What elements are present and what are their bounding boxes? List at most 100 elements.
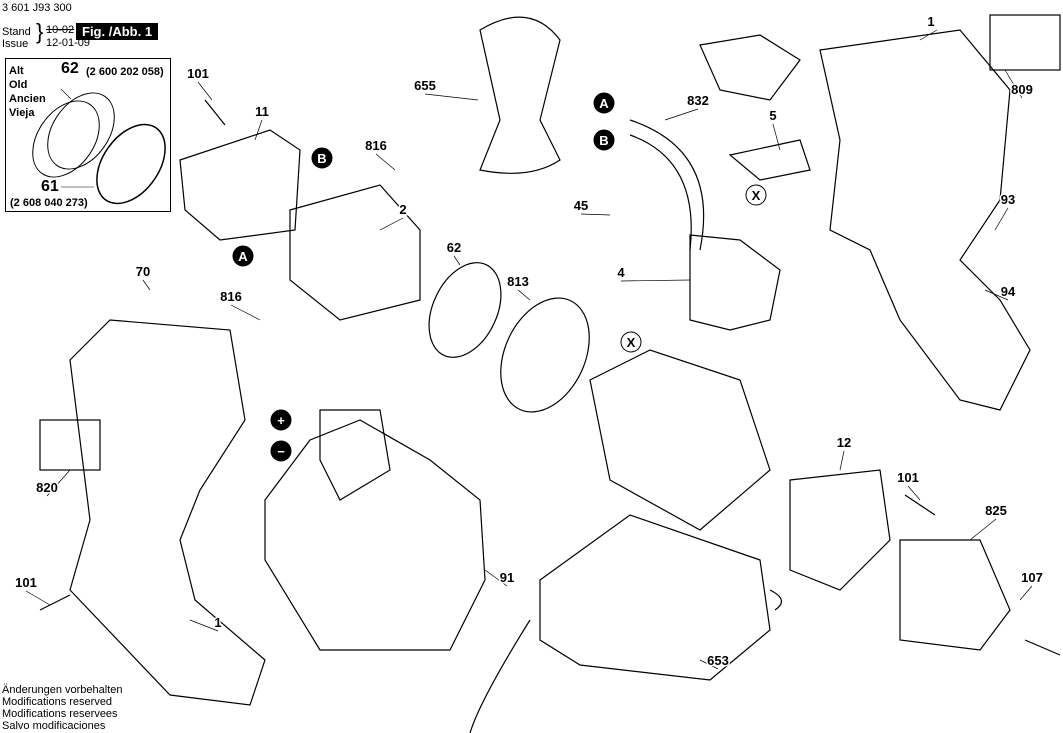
- switch-4: [689, 234, 781, 331]
- leader-line: [839, 450, 845, 471]
- old-rings-drawing: [32, 88, 166, 205]
- note-line: Änderungen vorbehalten: [2, 684, 123, 696]
- callout-1: 1: [927, 14, 934, 29]
- battery-91: [264, 419, 486, 651]
- marker-circle: [270, 440, 292, 462]
- callout-2: 2: [399, 202, 406, 217]
- callout-653: 653: [707, 653, 729, 668]
- leader-line: [772, 123, 781, 151]
- marker-+: +: [277, 413, 285, 428]
- callout-45: 45: [574, 198, 588, 213]
- old-parts-box: Alt Old Ancien Vieja 62 (2 600 202 058) …: [5, 58, 171, 212]
- ring-813: [500, 297, 590, 413]
- leader-line: [517, 289, 531, 301]
- cover-832: [699, 34, 801, 101]
- marker-circle: [311, 147, 333, 169]
- charger-653: [539, 514, 771, 681]
- label-809: [989, 14, 1061, 71]
- leader-line: [25, 590, 51, 606]
- leader-line: [919, 29, 938, 41]
- callout-655: 655: [414, 78, 436, 93]
- part-number-62: (2 600 202 058): [86, 66, 164, 78]
- note-line: Modifications reservees: [2, 708, 118, 720]
- leader-line: [254, 119, 263, 141]
- gearbox: [589, 349, 771, 531]
- charger-cable: [469, 589, 782, 733]
- leader-line: [984, 289, 1009, 301]
- leader-line: [907, 485, 921, 501]
- leader-line: [1004, 69, 1023, 99]
- marker-A: A: [599, 96, 609, 111]
- callout-101: 101: [15, 575, 37, 590]
- callout-1: 1: [214, 615, 221, 630]
- marker-B: B: [317, 151, 326, 166]
- marker-−: −: [277, 444, 285, 459]
- callout-12: 12: [837, 435, 851, 450]
- housing-half-right: [819, 29, 1031, 411]
- screw-101a: [204, 99, 226, 126]
- leader-line: [580, 213, 611, 216]
- motor-housing-11: [179, 129, 301, 241]
- callout-94: 94: [1001, 284, 1016, 299]
- leader-line: [453, 255, 461, 266]
- marker-circle: [593, 129, 615, 151]
- marker-circle: [232, 245, 254, 267]
- cover-12: [789, 469, 891, 591]
- part-number-61: (2 608 040 273): [10, 197, 88, 209]
- stand-label: Stand: [2, 26, 31, 38]
- note-line: Modifications reserved: [2, 696, 113, 708]
- callout-813: 813: [507, 274, 529, 289]
- callout-5: 5: [769, 108, 776, 123]
- motor-2: [289, 184, 421, 321]
- leader-line: [969, 518, 997, 541]
- marker-X: X: [752, 188, 761, 203]
- old-word: Alt: [9, 65, 24, 77]
- callout-4: 4: [617, 265, 625, 280]
- leader-line: [230, 304, 261, 321]
- screw-101b: [39, 594, 71, 611]
- marker-A: A: [238, 249, 248, 264]
- callout-816: 816: [365, 138, 387, 153]
- callout-91: 91: [500, 570, 514, 585]
- note-line: Salvo modificaciones: [2, 720, 106, 732]
- callout-101: 101: [897, 470, 919, 485]
- housing-half-left: [69, 319, 266, 706]
- battery-top: [319, 409, 391, 501]
- marker-circle: [593, 92, 615, 114]
- figure-label: Fig. /Abb. 1: [76, 23, 159, 40]
- leader-line: [620, 279, 691, 282]
- old-word: Old: [9, 79, 28, 91]
- label-820: [39, 419, 101, 471]
- marker-X: X: [627, 335, 636, 350]
- leader-line: [1019, 585, 1033, 601]
- modifications-note: Änderungen vorbehalten Modifications res…: [2, 684, 122, 732]
- leader-line: [46, 469, 71, 497]
- document-number: 3 601 J93 300: [2, 2, 72, 14]
- screw-101c: [904, 494, 936, 516]
- chuck-825: [899, 539, 1011, 651]
- leader-line: [189, 619, 219, 632]
- screw-107: [1024, 639, 1061, 656]
- callout-832: 832: [687, 93, 709, 108]
- old-word: Ancien: [9, 93, 46, 105]
- callout-62-old: 62: [61, 60, 79, 77]
- leader-line: [994, 207, 1009, 231]
- issue-value: 12-01-09: [46, 37, 91, 49]
- leader-line: [424, 93, 479, 101]
- contact-5: [728, 139, 811, 181]
- ring-62: [428, 262, 502, 358]
- callout-62: 62: [447, 240, 461, 255]
- callout-825: 825: [985, 503, 1007, 518]
- leader-line: [197, 81, 213, 101]
- marker-circle: [745, 184, 767, 206]
- marker-circle: [620, 331, 642, 353]
- callout-70: 70: [136, 264, 150, 279]
- stand-value: 10-02: [46, 24, 75, 36]
- wire-45: [629, 119, 705, 251]
- leader-line: [699, 659, 719, 670]
- callout-107: 107: [1021, 570, 1043, 585]
- callout-61-old: 61: [41, 178, 59, 195]
- light-655: [479, 16, 561, 174]
